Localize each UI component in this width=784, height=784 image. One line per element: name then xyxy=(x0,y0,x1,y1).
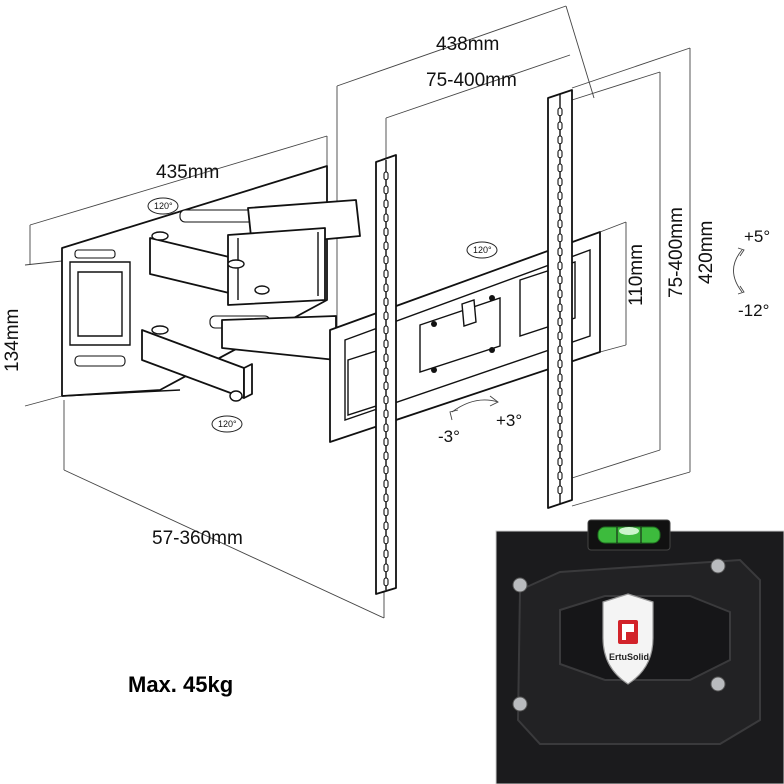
rail-slot xyxy=(557,247,563,257)
rail-slot xyxy=(557,275,563,285)
swivel-tv-label: 120° xyxy=(473,245,492,255)
rail-slot xyxy=(557,191,563,201)
rail-slots xyxy=(383,107,563,587)
bubble-level xyxy=(587,519,671,551)
rail-slot xyxy=(383,297,389,307)
level-inset-photo: ErtuSolid xyxy=(495,519,784,784)
swivel-wall-label: 120° xyxy=(154,201,173,211)
vesa-horizontal-label: 75-400mm xyxy=(426,70,517,91)
rail-slot xyxy=(383,213,389,223)
brand-label: ErtuSolid xyxy=(609,652,649,662)
tilt-down-label: -12° xyxy=(738,301,769,320)
rail-slot xyxy=(557,163,563,173)
rail-slot xyxy=(557,359,563,369)
swivel-bottom-label: 120° xyxy=(218,419,237,429)
arm-extension-label: 57-360mm xyxy=(152,528,243,549)
rail-slot xyxy=(383,549,389,559)
rail-slot xyxy=(383,171,389,181)
rail-slot xyxy=(557,485,563,495)
wall-plate-width-label: 435mm xyxy=(156,162,219,183)
rail-slot xyxy=(383,241,389,251)
swivel-badge-tv: 120° xyxy=(466,241,498,259)
rail-slot xyxy=(383,451,389,461)
rotation-arrows xyxy=(449,247,745,421)
rail-slot xyxy=(557,205,563,215)
arm-height-label: 420mm xyxy=(696,221,717,284)
rail-slot xyxy=(383,395,389,405)
rail-slot xyxy=(557,233,563,243)
rail-slot xyxy=(557,303,563,313)
level-minus-label: -3° xyxy=(438,427,460,446)
tv-plate-height-label: 110mm xyxy=(626,244,647,306)
rail-slot xyxy=(383,409,389,419)
rail-slot xyxy=(557,317,563,327)
rail-slot xyxy=(383,227,389,237)
rail-slot xyxy=(557,471,563,481)
dimension-lines xyxy=(24,5,691,619)
rail-slot xyxy=(557,401,563,411)
rail-slot xyxy=(557,345,563,355)
vesa-vertical-label: 75-400mm xyxy=(666,207,687,298)
rail-slot xyxy=(383,423,389,433)
rail-slot xyxy=(557,387,563,397)
rail-slot xyxy=(383,479,389,489)
rail-slot xyxy=(557,177,563,187)
rail-slot xyxy=(557,443,563,453)
rail-slot xyxy=(557,331,563,341)
rail-slot xyxy=(383,577,389,587)
rail-slot xyxy=(383,325,389,335)
rail-slot xyxy=(383,353,389,363)
rail-slot xyxy=(383,269,389,279)
rail-slot xyxy=(557,107,563,117)
level-plus-label: +3° xyxy=(496,411,522,430)
rail-slot xyxy=(383,437,389,447)
rail-slot xyxy=(383,507,389,517)
rail-slot xyxy=(383,311,389,321)
rail-slot xyxy=(383,283,389,293)
rail-slot xyxy=(383,535,389,545)
swivel-badge-wall: 120° xyxy=(147,197,179,215)
swivel-badge-bottom: 120° xyxy=(211,415,243,433)
rail-slot xyxy=(557,289,563,299)
rail-slot xyxy=(557,121,563,131)
rail-slot xyxy=(557,373,563,383)
rail-slot xyxy=(557,135,563,145)
rail-slot xyxy=(383,563,389,573)
articulating-arms xyxy=(141,199,361,402)
rail-slot xyxy=(383,493,389,503)
rail-slot xyxy=(383,199,389,209)
plate-width-label: 438mm xyxy=(436,34,499,55)
rail-slot xyxy=(557,415,563,425)
rail-slot xyxy=(557,149,563,159)
rail-slot xyxy=(383,185,389,195)
rail-slot xyxy=(557,429,563,439)
rail-slot xyxy=(383,465,389,475)
rail-slot xyxy=(383,381,389,391)
rail-slot xyxy=(383,339,389,349)
rail-slot xyxy=(383,255,389,265)
rail-slot xyxy=(557,261,563,271)
wall-plate-height-label: 134mm xyxy=(2,309,23,372)
brand-shield-logo: ErtuSolid xyxy=(602,593,654,685)
tilt-up-label: +5° xyxy=(744,227,770,246)
max-load-label: Max. 45kg xyxy=(128,672,234,697)
rail-slot xyxy=(383,367,389,377)
rail-slot xyxy=(383,521,389,531)
rail-slot xyxy=(557,457,563,467)
rail-slot xyxy=(557,219,563,229)
